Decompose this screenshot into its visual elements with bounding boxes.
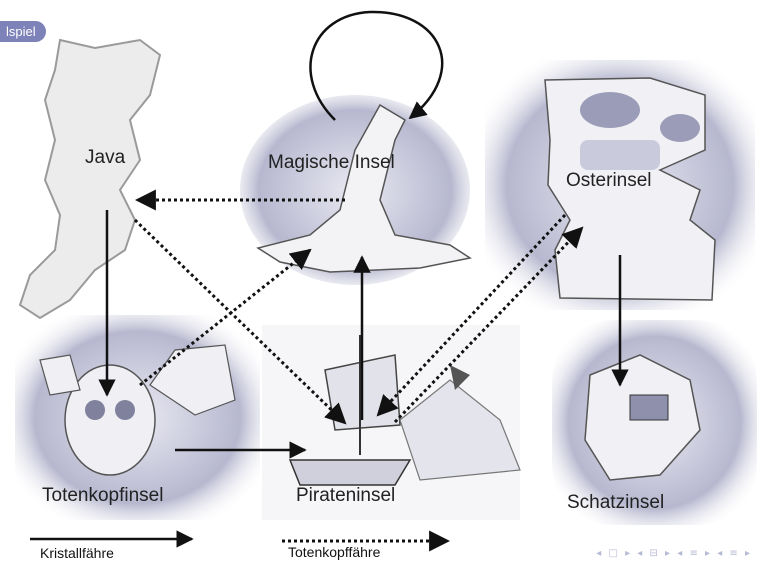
label-treasure-island: Schatzinsel: [567, 492, 664, 514]
label-magic-island: Magische Insel: [268, 152, 395, 174]
label-easter-island: Osterinsel: [566, 170, 652, 192]
label-skull-island: Totenkopfinsel: [42, 485, 163, 507]
legend-dotted-label: Totenkopffähre: [288, 544, 380, 560]
java-island-sketch: [20, 40, 160, 318]
label-java: Java: [85, 147, 125, 169]
label-pirate-island: Pirateninsel: [296, 485, 395, 507]
beamer-navigation-icons[interactable]: ◂ □ ▸ ◂ ⊟ ▸ ◂ ≡ ▸ ◂ ≡ ▸: [596, 548, 752, 559]
legend-solid-label: Kristallfähre: [40, 545, 114, 561]
magic-island-sketch: [240, 95, 470, 285]
